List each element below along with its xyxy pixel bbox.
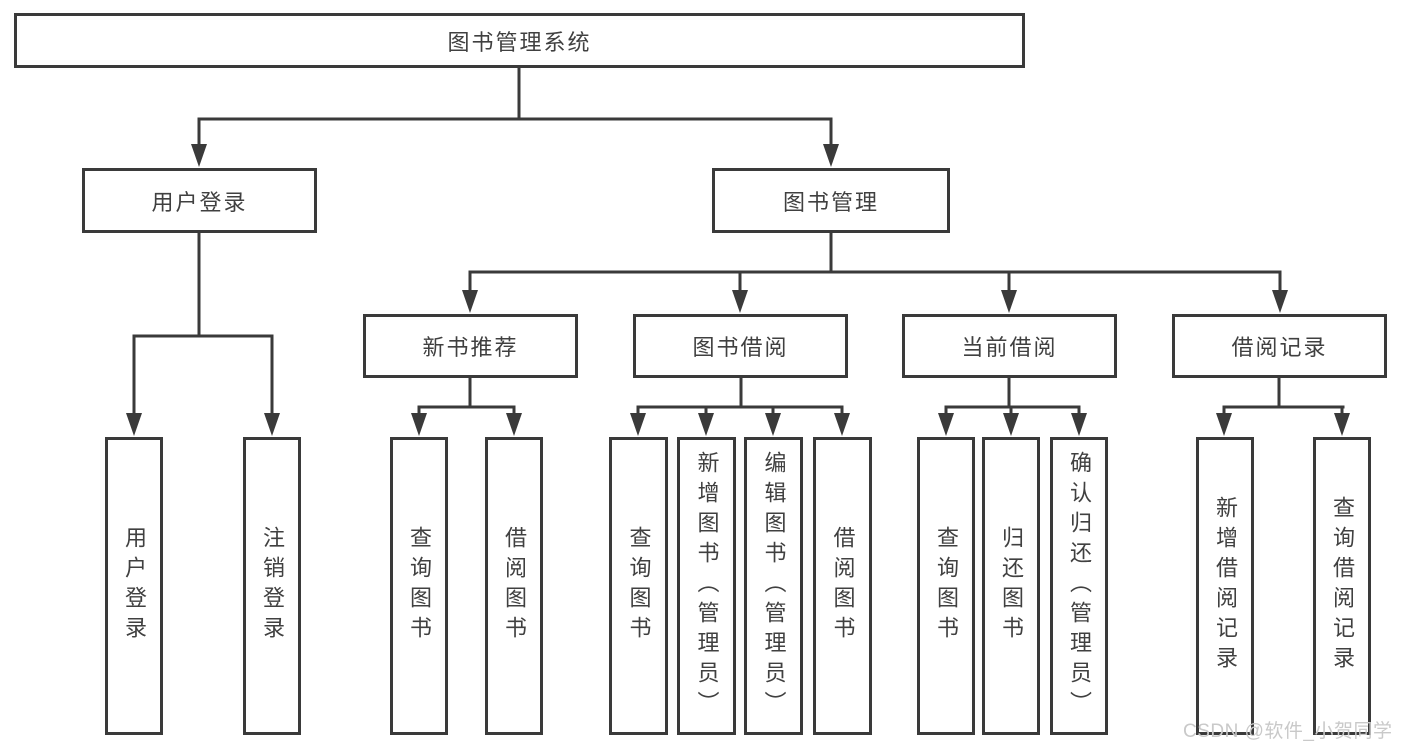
arrow-icon bbox=[698, 413, 714, 436]
node-label: 归还图书 bbox=[999, 526, 1024, 646]
node-label: 借阅图书 bbox=[830, 526, 856, 646]
arrow-icon bbox=[1071, 413, 1087, 436]
arrow-icon bbox=[938, 413, 954, 436]
arrow-icon bbox=[1001, 290, 1017, 313]
node-label: 借阅图书 bbox=[502, 526, 527, 646]
arrow-icon bbox=[630, 413, 646, 436]
connector-user-login-to-leaves bbox=[132, 231, 274, 419]
arrow-icon bbox=[823, 144, 839, 167]
arrow-icon bbox=[126, 413, 142, 436]
node-book-borrowing: 图书借阅 bbox=[633, 314, 848, 378]
leaf-borrow-books-recommendation: 借阅图书 bbox=[485, 437, 543, 735]
leaf-add-books-admin: 新增图书（管理员） bbox=[677, 437, 736, 735]
leaf-borrow-books: 借阅图书 bbox=[813, 437, 872, 735]
node-label: 查询图书 bbox=[626, 526, 652, 646]
node-label: 查询借阅记录 bbox=[1330, 496, 1355, 676]
connector-root-to-level2 bbox=[197, 66, 833, 150]
connector-book-borrowing-to-leaves bbox=[636, 376, 844, 419]
arrow-icon bbox=[1334, 413, 1350, 436]
leaf-confirm-return-admin: 确认归还（管理员） bbox=[1050, 437, 1108, 735]
arrow-icon bbox=[191, 144, 207, 167]
arrow-icon bbox=[1216, 413, 1232, 436]
node-label: 编辑图书（管理员） bbox=[761, 451, 787, 721]
node-label: 用户登录 bbox=[122, 526, 147, 646]
node-borrowing-records: 借阅记录 bbox=[1172, 314, 1387, 378]
leaf-logout: 注销登录 bbox=[243, 437, 301, 735]
node-label: 当前借阅 bbox=[961, 335, 1058, 360]
arrow-icon bbox=[765, 413, 781, 436]
leaf-edit-books-admin: 编辑图书（管理员） bbox=[744, 437, 803, 735]
leaf-user-login: 用户登录 bbox=[105, 437, 163, 735]
leaf-return-books: 归还图书 bbox=[982, 437, 1040, 735]
connector-borrowing-records-to-leaves bbox=[1222, 376, 1345, 419]
connector-new-books-to-leaves bbox=[417, 376, 516, 419]
node-book-management: 图书管理 bbox=[712, 168, 950, 233]
node-label: 查询图书 bbox=[934, 526, 959, 646]
connector-current-borrowing-to-leaves bbox=[944, 376, 1081, 419]
leaf-query-books-borrowing: 查询图书 bbox=[609, 437, 668, 735]
node-label: 注销登录 bbox=[260, 526, 285, 646]
arrow-icon bbox=[264, 413, 280, 436]
arrow-icon bbox=[1272, 290, 1288, 313]
arrow-icon bbox=[834, 413, 850, 436]
node-label: 图书管理 bbox=[782, 189, 879, 215]
node-label: 图书借阅 bbox=[692, 335, 789, 360]
arrow-icon bbox=[732, 290, 748, 313]
node-label: 用户登录 bbox=[151, 189, 248, 215]
node-label: 新增图书（管理员） bbox=[694, 451, 720, 721]
node-label: 图书管理系统 bbox=[447, 29, 592, 55]
arrow-icon bbox=[506, 413, 522, 436]
csdn-watermark: CSDN @软件_小贺同学 bbox=[1183, 721, 1393, 742]
node-label: 新增借阅记录 bbox=[1213, 496, 1238, 676]
arrow-icon bbox=[1003, 413, 1019, 436]
node-new-book-recommendation: 新书推荐 bbox=[363, 314, 578, 378]
leaf-query-books-current: 查询图书 bbox=[917, 437, 975, 735]
node-label: 借阅记录 bbox=[1231, 335, 1328, 360]
leaf-add-borrowing-record: 新增借阅记录 bbox=[1196, 437, 1254, 735]
node-label: 查询图书 bbox=[407, 526, 432, 646]
arrow-icon bbox=[462, 290, 478, 313]
leaf-query-borrowing-record: 查询借阅记录 bbox=[1313, 437, 1371, 735]
connector-book-management-to-level3 bbox=[468, 231, 1282, 296]
arrow-icon bbox=[411, 413, 427, 436]
node-label: 确认归还（管理员） bbox=[1067, 451, 1092, 721]
node-library-management-system: 图书管理系统 bbox=[14, 13, 1025, 68]
node-user-login: 用户登录 bbox=[82, 168, 317, 233]
leaf-query-books-recommendation: 查询图书 bbox=[390, 437, 448, 735]
node-current-borrowing: 当前借阅 bbox=[902, 314, 1117, 378]
node-label: 新书推荐 bbox=[422, 335, 519, 360]
